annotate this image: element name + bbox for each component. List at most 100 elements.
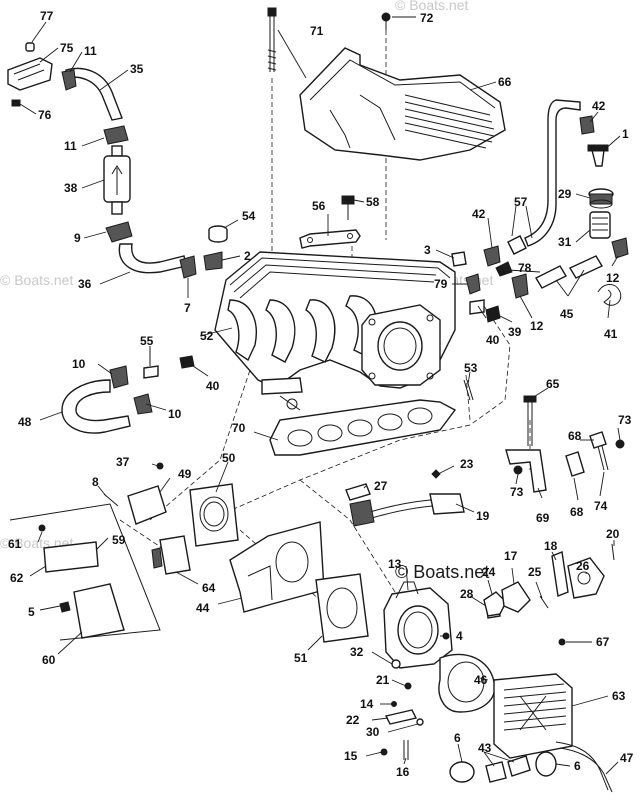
part-46-boot xyxy=(438,653,496,713)
callout-7: 7 xyxy=(184,301,191,315)
callout-73: 73 xyxy=(510,485,524,499)
part-40-plug-left xyxy=(179,355,195,369)
callout-10: 10 xyxy=(72,357,86,371)
callout-12: 12 xyxy=(530,319,544,333)
filter-nipple-bottom xyxy=(111,201,123,215)
watermark-faint: © Boats.net xyxy=(395,0,468,13)
callout-78: 78 xyxy=(518,261,532,275)
part-73-nut-right xyxy=(615,439,625,449)
callout-39: 39 xyxy=(508,325,522,339)
part-55-fitting xyxy=(143,365,159,379)
bottom-hose-assembly xyxy=(449,741,613,793)
part-50-plate xyxy=(189,483,239,547)
part-77-plug xyxy=(25,42,35,52)
callout-12: 12 xyxy=(606,271,620,285)
callout-55: 55 xyxy=(140,334,154,348)
part-27-clip xyxy=(345,483,371,501)
callout-47: 47 xyxy=(620,751,634,765)
callout-65: 65 xyxy=(546,377,560,391)
callout-6: 6 xyxy=(574,759,581,773)
harness-connector xyxy=(349,499,375,527)
sensor-68-74 xyxy=(565,431,609,477)
callout-66: 66 xyxy=(498,75,512,89)
part-68-sensor-upper xyxy=(589,431,607,449)
callout-64: 64 xyxy=(202,581,216,595)
linkage-parts xyxy=(380,701,424,760)
callout-3: 3 xyxy=(424,243,431,257)
callout-20: 20 xyxy=(606,527,620,541)
hose-fittings-right xyxy=(483,235,629,306)
callout-11: 11 xyxy=(84,44,97,58)
callout-67: 67 xyxy=(596,635,610,649)
callout-labels: 77 75 11 35 76 11 38 9 36 7 2 54 71 72 6… xyxy=(8,9,634,779)
part-42-clamp-top xyxy=(579,115,595,135)
part-65-bolt xyxy=(523,395,537,403)
callout-25: 25 xyxy=(528,565,542,579)
part-36-hose xyxy=(118,243,187,274)
callout-76: 76 xyxy=(38,108,52,122)
part-54-plug xyxy=(208,225,228,243)
callout-27: 27 xyxy=(374,479,388,493)
callout-51: 51 xyxy=(294,651,308,665)
callout-43: 43 xyxy=(478,741,492,755)
part-22-lever xyxy=(384,709,418,725)
part-49-bracket xyxy=(127,485,167,525)
callout-63: 63 xyxy=(612,689,626,703)
callout-44: 44 xyxy=(196,601,210,615)
callout-32: 32 xyxy=(350,645,364,659)
part-41-clip xyxy=(597,284,622,306)
callout-77: 77 xyxy=(40,9,54,23)
part-17-sensor xyxy=(501,581,531,613)
part-51-gasket xyxy=(315,573,369,643)
callout-36: 36 xyxy=(78,277,92,291)
callout-19: 19 xyxy=(476,509,490,523)
callout-18: 18 xyxy=(544,539,558,553)
callout-35: 35 xyxy=(130,62,144,76)
part-26-motor xyxy=(567,557,605,599)
bracket-49-assembly xyxy=(103,462,167,525)
part-60-bracket xyxy=(73,583,125,639)
long-bolt-71 xyxy=(267,7,277,72)
callout-40: 40 xyxy=(206,379,220,393)
part-62-module xyxy=(43,541,99,573)
part-44-bracket xyxy=(229,521,325,613)
part-23-screw xyxy=(431,469,441,479)
callout-11: 11 xyxy=(64,139,77,153)
callout-9: 9 xyxy=(74,231,81,245)
part-11-clamp xyxy=(61,69,77,91)
part-57-connector xyxy=(507,235,527,255)
part-66-manifold-cover xyxy=(299,47,506,161)
watermark-main: © Boats.net xyxy=(395,562,489,582)
part-75-sensor xyxy=(7,57,53,91)
hose-36-assembly xyxy=(105,221,223,279)
callout-57: 57 xyxy=(514,195,528,209)
hose-48-assembly xyxy=(61,346,159,434)
part-58-bolt xyxy=(341,195,355,220)
callout-13: 13 xyxy=(388,557,402,571)
watermark-faint: © Boats.net xyxy=(0,272,73,288)
callout-50: 50 xyxy=(222,451,236,465)
callout-6: 6 xyxy=(454,731,461,745)
callout-58: 58 xyxy=(366,195,380,209)
callout-74: 74 xyxy=(594,499,608,513)
callout-30: 30 xyxy=(366,725,380,739)
callout-62: 62 xyxy=(10,571,24,585)
callout-41: 41 xyxy=(604,327,618,341)
callout-21: 21 xyxy=(376,673,390,687)
fuel-filter-assembly xyxy=(103,125,131,215)
callout-56: 56 xyxy=(312,199,326,213)
callout-2: 2 xyxy=(244,249,251,263)
callout-53: 53 xyxy=(464,361,478,375)
callout-79: 79 xyxy=(434,277,448,291)
part-68-sensor-lower xyxy=(565,451,585,477)
part-78-plug xyxy=(495,261,513,277)
part-63-air-cleaner xyxy=(493,673,573,759)
part-74-pin xyxy=(597,445,609,471)
part-12-clamp-right xyxy=(611,237,629,259)
callout-42: 42 xyxy=(592,99,606,113)
part-48-hose xyxy=(61,379,131,434)
part-73-nut-left xyxy=(513,465,523,475)
part-25-screw xyxy=(539,595,549,609)
mount-bracket-group xyxy=(9,503,161,641)
